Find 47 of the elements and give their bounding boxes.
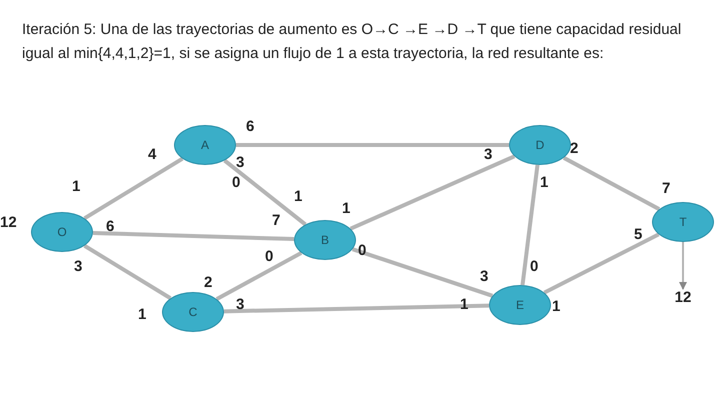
- title: Iteración 5: Una de las trayectorias de aumento es O→C →E →D →T que tiene capacidad residual igual al min{4,4,1,2}=1, si se asigna un flujo de 1 a esta trayectoria, la red resultante es:: [22, 20, 682, 64]
- connector-line: [562, 156, 660, 211]
- value-label: 12: [669, 289, 697, 307]
- node-ellipse: T: [652, 202, 714, 242]
- connector-line: [520, 164, 540, 286]
- node-ellipse: C: [162, 292, 224, 332]
- node-ellipse: O: [31, 212, 93, 252]
- capacity-number: 0: [265, 248, 274, 266]
- capacity-number: 1: [460, 296, 468, 314]
- node-ellipse: E: [489, 285, 551, 325]
- node-ellipse: A: [174, 125, 236, 165]
- capacity-number: 3: [236, 154, 244, 172]
- capacity-number: 6: [246, 118, 254, 136]
- capacity-number: 1: [540, 174, 548, 192]
- connector-line: [679, 242, 687, 290]
- capacity-number: 3: [236, 296, 244, 314]
- connector-line: [236, 143, 509, 147]
- capacity-number: 4: [148, 146, 156, 164]
- connector-line: [92, 230, 294, 242]
- capacity-number: 1: [342, 200, 350, 218]
- capacity-number: 3: [74, 258, 82, 276]
- connector-line: [543, 232, 660, 294]
- capacity-number: 7: [272, 212, 280, 230]
- capacity-number: 7: [662, 180, 670, 198]
- capacity-number: 3: [484, 146, 492, 164]
- node-ellipse: B: [294, 220, 356, 260]
- capacity-number: 12: [0, 214, 17, 232]
- capacity-number: 0: [232, 174, 240, 192]
- connector-line: [83, 244, 172, 300]
- capacity-number: 1: [138, 306, 146, 324]
- connector-line: [352, 247, 494, 298]
- capacity-number: 5: [634, 226, 642, 244]
- connector-line: [84, 157, 184, 220]
- capacity-number: 1: [552, 298, 560, 316]
- connector-line: [350, 154, 516, 231]
- capacity-number: 0: [530, 258, 538, 276]
- connector-line: [224, 304, 490, 314]
- capacity-number: 0: [358, 242, 366, 260]
- capacity-number: 1: [72, 178, 80, 196]
- connector-line: [216, 251, 302, 301]
- capacity-number: 3: [480, 268, 488, 286]
- capacity-number: 2: [570, 140, 578, 158]
- capacity-number: 6: [106, 218, 114, 236]
- capacity-number: 1: [294, 188, 302, 206]
- capacity-number: 2: [204, 274, 212, 292]
- node-ellipse: D: [509, 125, 571, 165]
- connector-line: [223, 158, 307, 226]
